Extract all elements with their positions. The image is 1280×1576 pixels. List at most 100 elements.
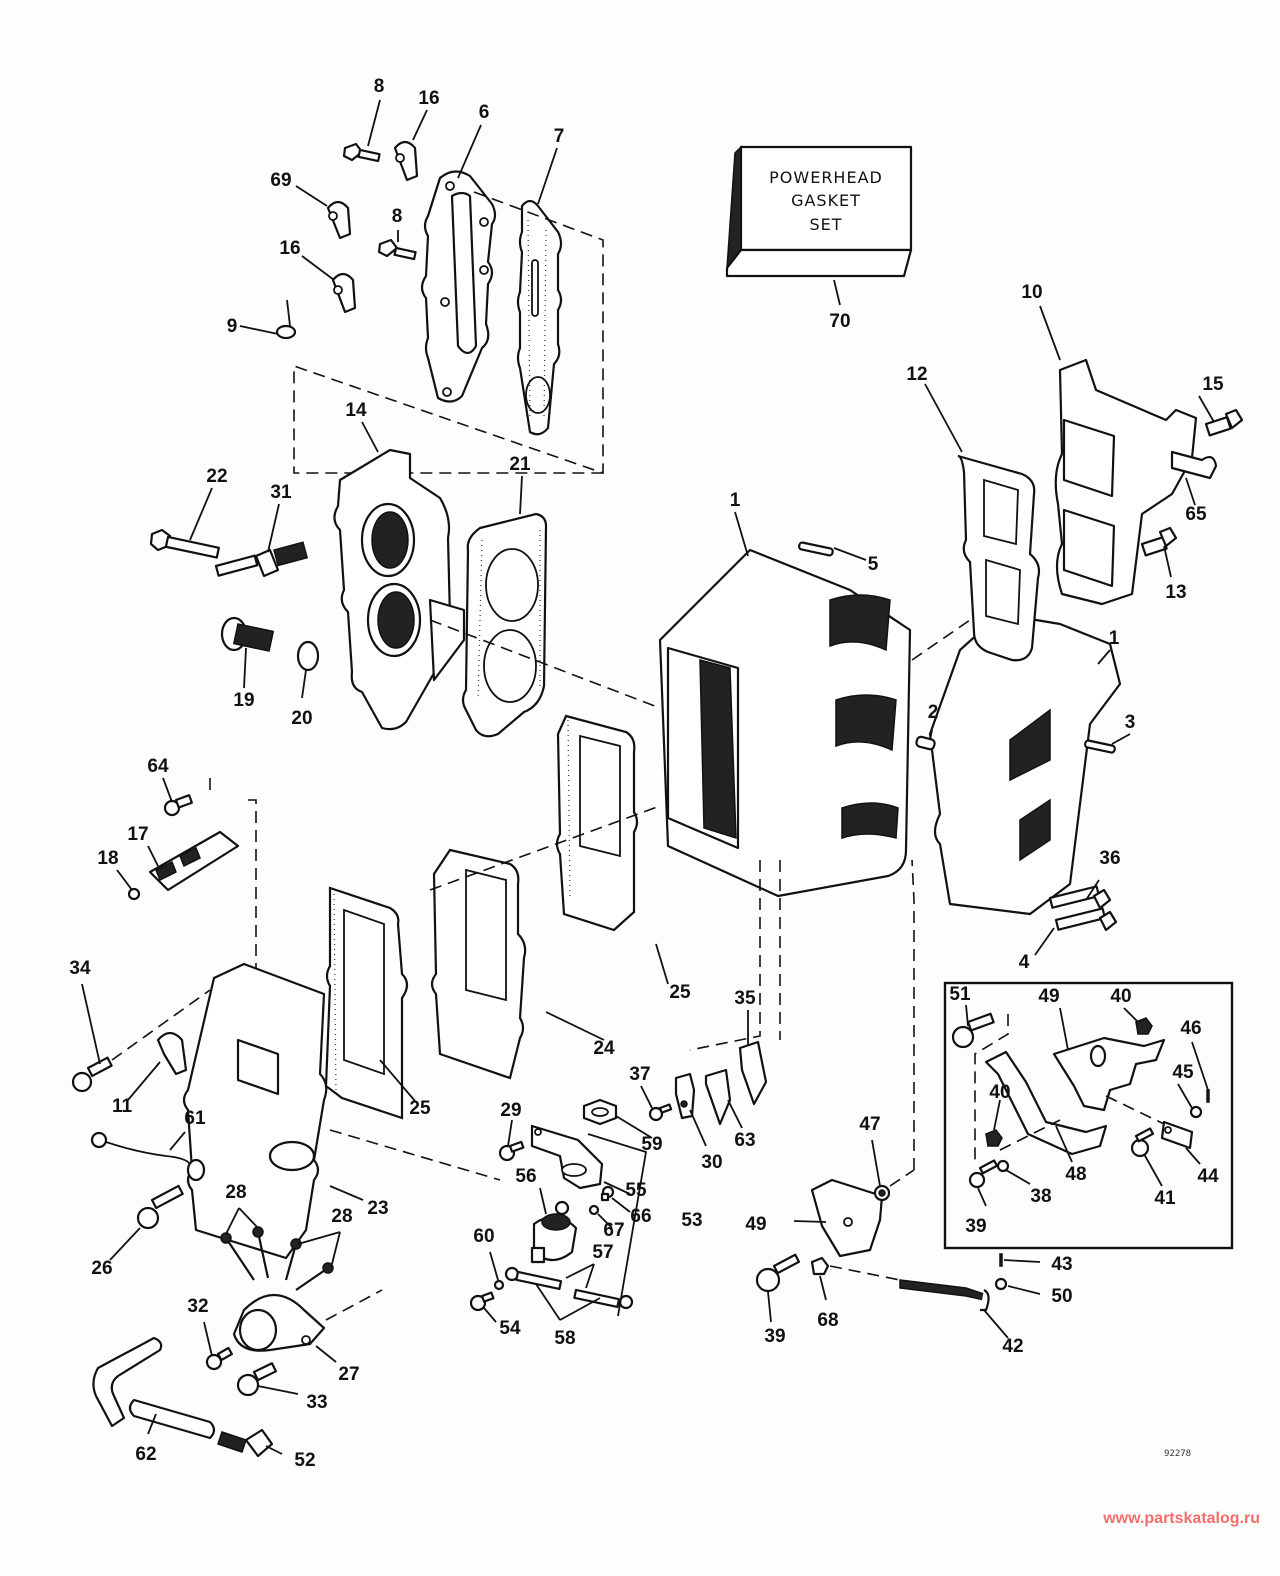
callout-19[interactable]: 19 xyxy=(233,690,254,711)
callout-27[interactable]: 27 xyxy=(338,1364,359,1385)
callout-45[interactable]: 45 xyxy=(1172,1062,1194,1083)
nut-67[interactable] xyxy=(588,1204,600,1216)
rod-42[interactable] xyxy=(899,1279,990,1312)
thermostat-plug-19[interactable] xyxy=(220,616,275,652)
callout-64[interactable]: 64 xyxy=(147,756,169,777)
intake-gasket-12[interactable] xyxy=(957,454,1041,662)
bolt-4[interactable] xyxy=(1054,907,1118,932)
bolt-15[interactable] xyxy=(1204,408,1244,437)
callout-69[interactable]: 69 xyxy=(270,170,291,191)
callout-40a[interactable]: 40 xyxy=(1110,986,1131,1007)
clamp-69[interactable] xyxy=(326,200,352,240)
callout-58[interactable]: 58 xyxy=(554,1328,575,1349)
bracket-30[interactable] xyxy=(674,1072,696,1120)
clamp-11[interactable] xyxy=(156,1031,188,1076)
callout-47[interactable]: 47 xyxy=(859,1114,880,1135)
callout-40b[interactable]: 40 xyxy=(989,1082,1010,1103)
plate-25-lower[interactable] xyxy=(430,848,527,1080)
callout-38[interactable]: 38 xyxy=(1030,1186,1051,1207)
clip-35[interactable] xyxy=(738,1040,768,1106)
bolt-8-upper[interactable] xyxy=(342,142,381,163)
cylinder-head-14[interactable] xyxy=(333,448,466,731)
cylinder-block-1[interactable] xyxy=(658,548,912,898)
bolt-33[interactable] xyxy=(236,1362,278,1397)
callout-66[interactable]: 66 xyxy=(630,1206,651,1227)
terminal-block-17[interactable] xyxy=(148,830,240,892)
callout-28a[interactable]: 28 xyxy=(225,1182,246,1203)
callout-11[interactable]: 11 xyxy=(112,1096,133,1117)
bolt-26[interactable] xyxy=(136,1184,184,1230)
callout-8a[interactable]: 8 xyxy=(374,76,385,97)
callout-26[interactable]: 26 xyxy=(91,1258,112,1279)
callout-53[interactable]: 53 xyxy=(681,1210,702,1231)
callout-28b[interactable]: 28 xyxy=(331,1206,352,1227)
bolt-22[interactable] xyxy=(149,528,220,559)
callout-20[interactable]: 20 xyxy=(291,708,312,729)
screw-32[interactable] xyxy=(205,1346,233,1371)
bolt-39-inset[interactable] xyxy=(968,1159,999,1189)
wire-terminals-28[interactable] xyxy=(220,1226,334,1291)
screw-29[interactable] xyxy=(498,1140,525,1162)
washer-50[interactable] xyxy=(994,1277,1008,1291)
callout-41[interactable]: 41 xyxy=(1154,1188,1176,1209)
callout-54[interactable]: 54 xyxy=(499,1318,521,1339)
nut-60[interactable] xyxy=(493,1279,505,1291)
callout-44[interactable]: 44 xyxy=(1197,1166,1219,1187)
spark-plug-31[interactable] xyxy=(214,541,309,578)
callout-1b[interactable]: 1 xyxy=(1109,628,1120,649)
callout-18[interactable]: 18 xyxy=(97,848,118,869)
callout-70[interactable]: 70 xyxy=(829,311,850,332)
clamp-16-lower[interactable] xyxy=(331,272,357,314)
powerhead-gasket-set-box[interactable]: POWERHEAD GASKET SET xyxy=(725,145,913,278)
callout-39a[interactable]: 39 xyxy=(965,1216,986,1237)
callout-10[interactable]: 10 xyxy=(1021,282,1042,303)
callout-25a[interactable]: 25 xyxy=(669,982,691,1003)
callout-23[interactable]: 23 xyxy=(367,1198,388,1219)
callout-14[interactable]: 14 xyxy=(345,400,367,421)
bracket-55[interactable] xyxy=(530,1124,604,1190)
crankcase-1[interactable] xyxy=(928,612,1122,916)
callout-62[interactable]: 62 xyxy=(135,1444,156,1465)
callout-15[interactable]: 15 xyxy=(1202,374,1224,395)
pin-41[interactable] xyxy=(1130,1127,1155,1158)
callout-24[interactable]: 24 xyxy=(593,1038,615,1059)
bolt-36[interactable] xyxy=(1048,885,1112,910)
intake-manifold-10[interactable] xyxy=(1054,358,1198,606)
callout-43[interactable]: 43 xyxy=(1051,1254,1072,1275)
callout-16b[interactable]: 16 xyxy=(279,238,300,259)
callout-46[interactable]: 46 xyxy=(1180,1018,1201,1039)
callout-3[interactable]: 3 xyxy=(1125,712,1136,733)
callout-51[interactable]: 51 xyxy=(949,984,971,1005)
callout-34[interactable]: 34 xyxy=(69,958,91,979)
callout-8b[interactable]: 8 xyxy=(392,206,403,227)
callout-37[interactable]: 37 xyxy=(629,1064,650,1085)
nut-59[interactable] xyxy=(582,1098,618,1126)
bolt-51[interactable] xyxy=(951,1012,995,1049)
screw-18[interactable] xyxy=(127,887,141,901)
callout-60[interactable]: 60 xyxy=(473,1226,494,1247)
washer-47[interactable] xyxy=(873,1184,891,1202)
callout-35[interactable]: 35 xyxy=(734,988,756,1009)
callout-5[interactable]: 5 xyxy=(868,554,879,575)
callout-12[interactable]: 12 xyxy=(906,364,927,385)
callout-32[interactable]: 32 xyxy=(187,1296,208,1317)
callout-21[interactable]: 21 xyxy=(509,454,531,475)
nut-40-upper[interactable] xyxy=(1135,1017,1153,1035)
callout-17[interactable]: 17 xyxy=(127,824,148,845)
callout-65[interactable]: 65 xyxy=(1185,504,1207,525)
clip-63[interactable] xyxy=(704,1068,732,1126)
screw-66[interactable] xyxy=(600,1185,615,1202)
boot-27[interactable] xyxy=(232,1294,326,1352)
callout-63[interactable]: 63 xyxy=(734,1130,755,1151)
pin-43[interactable] xyxy=(999,1253,1003,1267)
screw-54[interactable] xyxy=(469,1291,495,1312)
bracket-49-lower[interactable] xyxy=(810,1178,884,1258)
clamp-16-upper[interactable] xyxy=(393,140,419,182)
callout-13[interactable]: 13 xyxy=(1165,582,1186,603)
lever-49-inset[interactable] xyxy=(1052,1036,1166,1112)
block-44[interactable] xyxy=(1160,1120,1194,1150)
callout-59[interactable]: 59 xyxy=(641,1134,662,1155)
bolt-8-lower[interactable] xyxy=(377,238,417,261)
link-rods-58[interactable] xyxy=(504,1266,634,1310)
callout-55[interactable]: 55 xyxy=(625,1180,647,1201)
